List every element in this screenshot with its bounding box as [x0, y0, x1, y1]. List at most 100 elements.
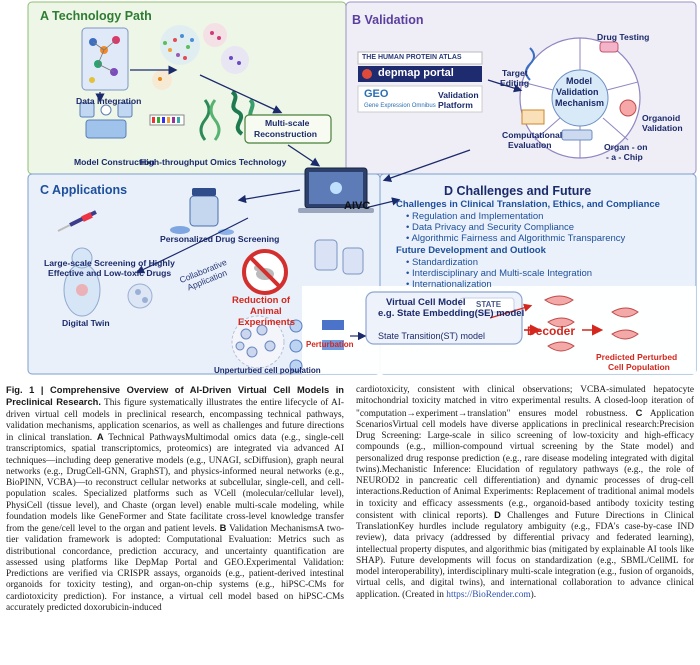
reduction-label-1: Reduction of [232, 295, 291, 306]
validation-platform-2: Platform [438, 100, 473, 110]
organoid-icon [619, 99, 637, 117]
omics-icon [149, 90, 256, 141]
omics-label: High-throughput Omics Technology [140, 157, 287, 167]
arrow-c2 [237, 189, 301, 204]
caption-end: ). [530, 589, 537, 600]
state-logo: STATE [476, 300, 502, 309]
state-logo-box [459, 297, 515, 313]
screening-label-1: Large-scale Screening of Highly [44, 258, 175, 268]
hpa-logo: THE HUMAN PROTEIN ATLAS [362, 54, 462, 61]
computational-label-2: Evaluation [508, 140, 552, 150]
caption-b-text: Validation MechanismsA two-tier validati… [6, 524, 344, 613]
st-model-label: State Transition(ST) model [378, 331, 486, 341]
caption-right-intro: cardiotoxicity, consistent with clinical… [356, 385, 694, 419]
future-item-2: • Interdisciplinary and Multi-scale Inte… [406, 268, 593, 279]
panel-c-title: C Applications [40, 183, 128, 197]
caption-right-column: cardiotoxicity, consistent with clinical… [356, 385, 694, 601]
depmap-logo: depmap portal [378, 67, 454, 79]
validation-platform-1: Validation [438, 90, 479, 100]
drug-testing-label: Drug Testing [597, 32, 650, 42]
panel-b-title: B Validation [352, 13, 424, 27]
target-editing-2: Editing [500, 78, 530, 88]
cell-2 [289, 339, 303, 353]
digital-twin-figure [63, 247, 101, 317]
cell-3 [289, 359, 303, 373]
model-construction-icon [79, 102, 133, 139]
perturbation-label: Perturbation [306, 340, 354, 349]
caption-fig-label: Fig. 1 | Comprehensive Overview of AI-Dr… [6, 385, 344, 408]
data-integration-icon [81, 27, 129, 91]
screening-label-2: Effective and Low-toxic Drugs [48, 268, 172, 278]
cell-1 [289, 319, 303, 333]
figure-caption: Fig. 1 | Comprehensive Overview of AI-Dr… [6, 385, 694, 661]
figure-graphic [27, 1, 697, 375]
vcm-title: Virtual Cell Model [386, 297, 466, 308]
chip-icon [561, 129, 593, 141]
decoder-label: Decoder [527, 324, 576, 338]
cell-population-circle [231, 315, 285, 369]
mechanism-label-2: Validation [556, 87, 599, 97]
organ-chip-label-1: Organ - on [604, 142, 648, 152]
panel-d-title: D Challenges and Future [444, 184, 592, 198]
mechanism-label-1: Model [566, 76, 592, 86]
caption-a-text: Technical PathwaysMultimodal omics data … [6, 433, 344, 534]
arrow-c1 [135, 217, 249, 274]
challenges-heading: Challenges in Clinical Translation, Ethi… [396, 199, 660, 210]
biorender-link[interactable]: https://BioRender.com [446, 589, 531, 600]
drug-bottle-icon [170, 188, 234, 235]
vcm-subtitle: e.g. State Embedding(SE) model [378, 308, 525, 319]
model-construction-label: Model Construction [74, 157, 155, 167]
data-integration-label: Data Integration [76, 96, 142, 106]
arrow-c3 [364, 197, 401, 209]
target-editing-1: Target [502, 68, 528, 78]
unperturbed-label: Unperturbed cell population [214, 366, 321, 375]
reduction-label-3: Experiments [238, 317, 296, 328]
dna-icon [525, 47, 535, 81]
token-2 [322, 340, 344, 350]
panel-a-title: A Technology Path [40, 9, 152, 23]
perturbed-cells [544, 295, 639, 352]
caption-b-label: B [219, 523, 227, 533]
future-item-3: • Internationalization [406, 279, 492, 290]
mechanism-label-3: Mechanism [555, 98, 605, 108]
digital-twin-label: Digital Twin [62, 318, 110, 328]
arrow-a2 [199, 74, 283, 114]
organoid-label-1: Organoid [642, 113, 681, 123]
organ-chip-label-2: - a - Chip [606, 152, 643, 162]
personalized-label: Personalized Drug Screening [160, 234, 280, 244]
platform-logos [357, 51, 483, 113]
drug-testing-icon [599, 41, 619, 53]
arrow-a4 [287, 144, 321, 167]
future-heading: Future Development and Outlook [396, 245, 546, 256]
aivc-laptop-icon [298, 167, 374, 213]
geo-logo: GEO [364, 88, 389, 100]
caption-intro: This figure systematically illustrates t… [6, 398, 344, 443]
geo-subtitle: Gene Expression Omnibus [364, 103, 436, 109]
challenge-item-3: • Algorithmic Fairness and Algorithmic T… [406, 233, 626, 244]
multiscale-box [244, 114, 332, 144]
predicted-label-1: Predicted Perturbed [596, 352, 678, 362]
predicted-label-2: Cell Population [608, 362, 670, 372]
syringe-icon [57, 210, 97, 232]
caption-d-text: Challenges and Future Directions in Clin… [356, 510, 694, 600]
lab-figures-icon [314, 239, 364, 275]
figure-illustration: A Technology Path Data Integration Model… [27, 1, 697, 375]
caption-a-label: A [96, 432, 104, 442]
computational-icon [521, 109, 545, 125]
reduction-label-2: Animal [250, 306, 282, 317]
multiscale-label-2: Reconstruction [254, 129, 318, 139]
computational-label-1: Computational [502, 130, 563, 140]
challenge-item-1: • Regulation and Implementation [406, 211, 544, 222]
caption-d-label: D [494, 509, 501, 520]
future-item-1: • Standardization [406, 257, 478, 268]
organoid-label-2: Validation [642, 123, 683, 133]
caption-c-text: Application ScenariosVirtual cell models… [356, 408, 694, 521]
cells-icon [127, 283, 153, 309]
arrow-b1 [487, 79, 523, 93]
caption-c-label: C [635, 407, 643, 418]
caption-left-column: Fig. 1 | Comprehensive Overview of AI-Dr… [6, 385, 344, 614]
token-1 [322, 320, 344, 330]
challenge-item-2: • Data Privacy and Security Compliance [406, 222, 575, 233]
arrow-b2 [382, 149, 471, 182]
scatter-plot-icon [152, 23, 249, 90]
